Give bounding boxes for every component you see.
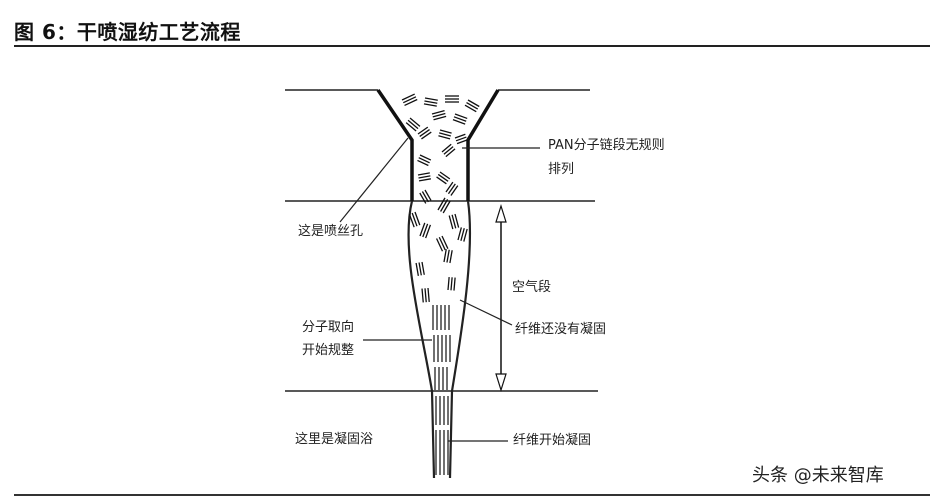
aligned-chains	[432, 305, 451, 475]
orienting-chains	[408, 197, 468, 303]
label-pan-line2: 排列	[548, 162, 575, 177]
label-not-solid: 纤维还没有凝固	[515, 322, 607, 337]
fiber-outline-right	[448, 200, 472, 479]
spinneret-wall-left	[376, 89, 414, 201]
label-orient-line2: 开始规整	[302, 343, 355, 358]
leader-spinneret	[339, 137, 409, 223]
label-air-gap: 空气段	[512, 280, 552, 295]
leader-not-solid	[459, 299, 513, 326]
watermark: 头条 @未来智库	[752, 465, 884, 486]
top-rule	[14, 45, 930, 47]
label-spinneret: 这是喷丝孔	[298, 224, 364, 239]
bottom-rule	[14, 494, 930, 496]
label-solidify: 纤维开始凝固	[513, 433, 592, 448]
air-gap-arrow	[495, 203, 507, 393]
spinneret-wall-right	[466, 89, 500, 201]
figure-title: 图 6：干喷湿纺工艺流程	[14, 20, 241, 44]
fiber-outline-left	[407, 200, 436, 479]
random-chains	[401, 93, 480, 204]
label-bath: 这里是凝固浴	[295, 432, 374, 447]
label-orient-line1: 分子取向	[302, 320, 355, 335]
label-pan-line1: PAN分子链段无规则	[548, 138, 665, 153]
